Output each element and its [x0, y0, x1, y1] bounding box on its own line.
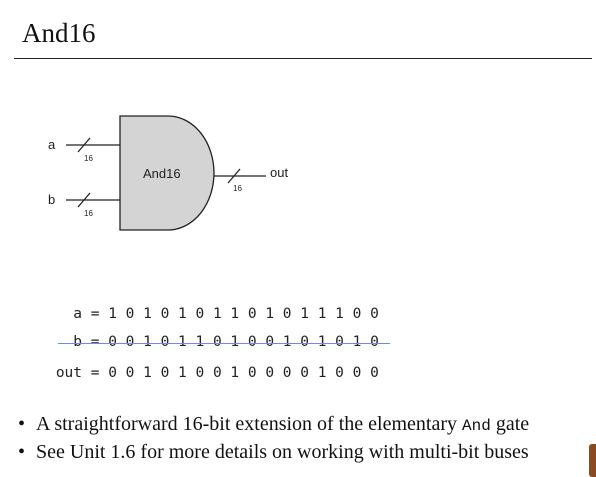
bullet-dot-icon: • [18, 413, 26, 435]
row-b: b = 0 0 1 0 1 1 0 1 0 0 1 0 1 0 1 0 [10, 318, 379, 350]
bullet-item-1: • A straightforward 16-bit extension of t… [18, 413, 529, 436]
title-divider [14, 58, 592, 59]
row-a-label: a = [73, 306, 100, 322]
input-b-bus-slash [77, 192, 91, 208]
output-label: out [270, 165, 288, 180]
input-b-width: 16 [84, 209, 93, 218]
input-a-label: a [48, 137, 56, 152]
bullet-1-pre: A straightforward 16-bit extension of th… [36, 413, 462, 435]
bullet-1-post: gate [490, 413, 530, 435]
input-b-label: b [48, 192, 55, 207]
row-b-bits: 0 0 1 0 1 1 0 1 0 0 1 0 1 0 1 0 [108, 334, 379, 350]
bullet-dot-icon: • [18, 441, 26, 463]
bullet-list: • A straightforward 16-bit extension of t… [18, 413, 529, 469]
and-gate-body [119, 115, 215, 231]
edge-artifact [589, 444, 596, 477]
row-a-bits: 1 0 1 0 1 0 1 1 0 1 0 1 1 1 0 0 [108, 306, 379, 322]
row-b-label: b = [73, 334, 100, 350]
bullet-item-2: • See Unit 1.6 for more details on workin… [18, 441, 529, 464]
input-a-width: 16 [84, 154, 93, 163]
bullet-2-text: See Unit 1.6 for more details on working… [36, 441, 529, 463]
row-a: a = 1 0 1 0 1 0 1 1 0 1 0 1 1 1 0 0 [10, 290, 379, 322]
gate-label: And16 [143, 166, 181, 181]
output-bus-slash [227, 168, 241, 184]
input-a-bus-slash [77, 137, 91, 153]
bullet-1-code: And [462, 417, 491, 435]
row-out-bits: 0 0 1 0 1 0 0 1 0 0 0 0 1 0 0 0 [108, 365, 379, 381]
row-out-label: out = [55, 365, 100, 381]
sum-underline [58, 343, 390, 344]
row-out: out = 0 0 1 0 1 0 0 1 0 0 0 0 1 0 0 0 [10, 349, 379, 381]
page-title: And16 [22, 18, 96, 48]
output-width: 16 [233, 184, 242, 193]
